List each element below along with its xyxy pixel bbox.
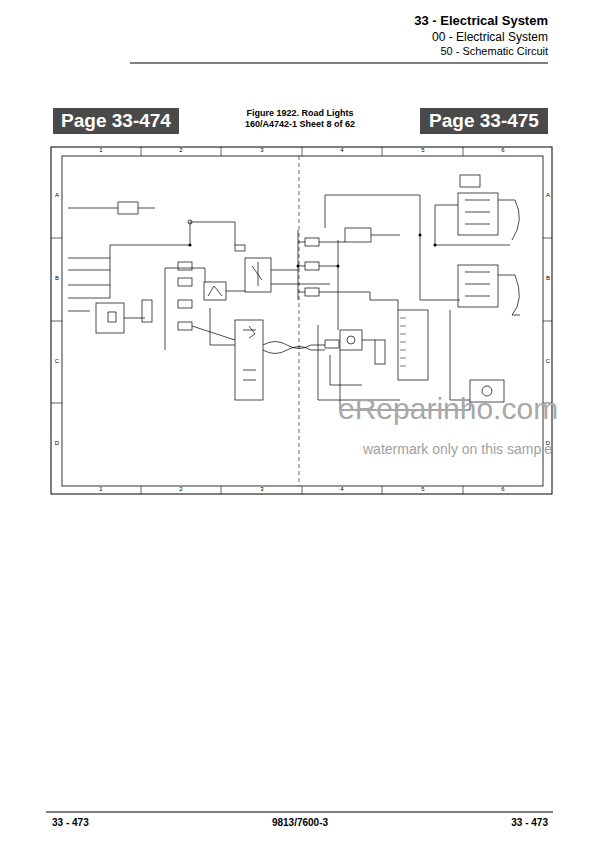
- grid-reference: 3: [260, 486, 263, 493]
- page-tab-text: Page 33-475: [429, 110, 539, 132]
- subsection-heading: 50 - Schematic Circuit: [440, 45, 548, 58]
- grid-reference: 4: [340, 486, 343, 493]
- grid-reference: C: [55, 358, 59, 365]
- watermark: eReparinho.com: [338, 392, 558, 427]
- figure-title: Figure 1922. Road Lights: [246, 108, 353, 118]
- grid-reference: D: [546, 440, 550, 447]
- grid-reference: A: [546, 192, 550, 199]
- grid-reference: A: [55, 192, 59, 199]
- page-tab-text: Page 33-474: [61, 110, 171, 132]
- figure-caption: 160/A4742-1 Sheet 8 of 62: [245, 119, 355, 129]
- grid-reference: 6: [501, 486, 504, 493]
- grid-reference: 5: [421, 486, 424, 493]
- grid-reference: D: [55, 440, 59, 447]
- page-number: 33 - 473: [52, 817, 89, 829]
- grid-reference: 3: [260, 147, 263, 154]
- grid-reference: 1: [99, 147, 102, 154]
- grid-reference: 2: [179, 147, 182, 154]
- grid-reference: B: [546, 275, 550, 282]
- page-tab: Page 33-475: [420, 108, 548, 134]
- subsection-heading: 00 - Electrical System: [432, 31, 548, 45]
- document-number: 9813/7600-3: [272, 817, 328, 829]
- grid-reference: 4: [340, 147, 343, 154]
- grid-reference: B: [55, 275, 59, 282]
- grid-reference: C: [546, 358, 550, 365]
- grid-reference: 1: [99, 486, 102, 493]
- page-number: 33 - 473: [511, 817, 548, 829]
- page-tab: Page 33-474: [53, 108, 179, 134]
- section-heading: 33 - Electrical System: [414, 14, 548, 29]
- watermark: watermark only on this sample: [363, 441, 552, 457]
- grid-reference: 6: [501, 147, 504, 154]
- grid-reference: 2: [179, 486, 182, 493]
- grid-reference: 5: [421, 147, 424, 154]
